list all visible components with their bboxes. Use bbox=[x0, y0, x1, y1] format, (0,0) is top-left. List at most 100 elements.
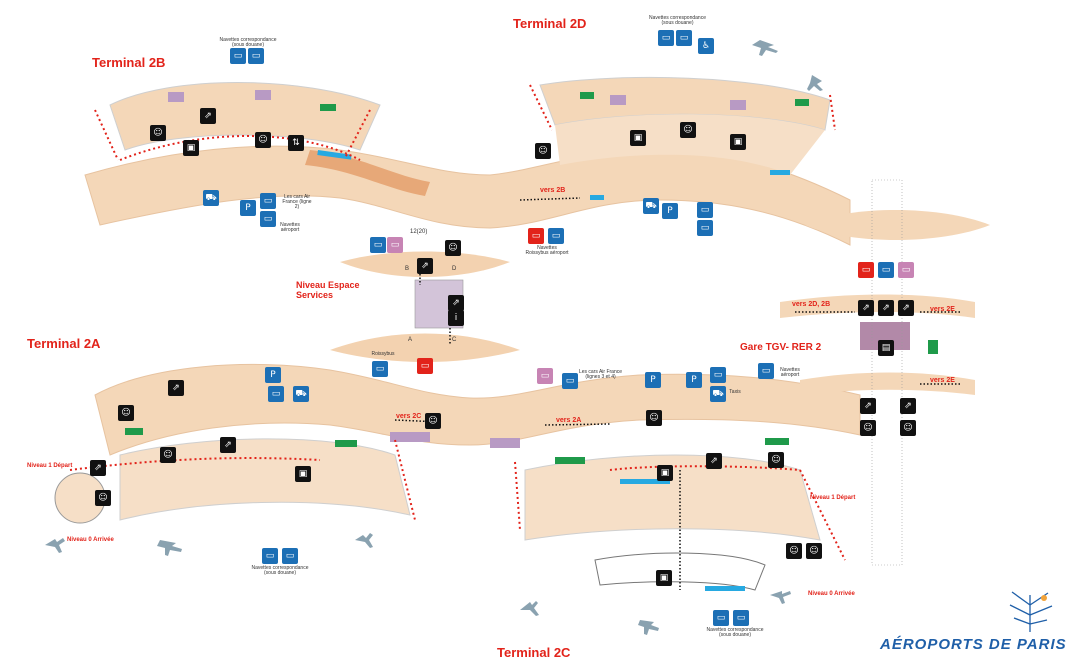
gare-lower-concourse bbox=[800, 372, 975, 395]
bus-icon: ▭ bbox=[260, 211, 276, 227]
parking-icon: P bbox=[265, 367, 281, 383]
level-arrivee-2c: Niveau 0 Arrivée bbox=[808, 591, 855, 597]
bus-icon: ▭ bbox=[268, 386, 284, 402]
info-icon: i bbox=[448, 310, 464, 326]
restroom-icon: ☺ bbox=[806, 543, 822, 559]
caption-cars-af-2: Les cars Air France (ligne 2) bbox=[282, 194, 312, 210]
shuttle-caption-2a: Navettes correspondance (sous douane) bbox=[251, 565, 309, 576]
espace-services-label: Niveau Espace Services bbox=[296, 280, 360, 300]
restroom-icon: ☺ bbox=[786, 543, 802, 559]
baggage-icon: ▣ bbox=[656, 570, 672, 586]
restroom-icon: ☺ bbox=[160, 447, 176, 463]
bus-icon: ▭ bbox=[697, 202, 713, 218]
bus-icon: ▭ bbox=[370, 237, 386, 253]
direction-vers-2c: vers 2C bbox=[396, 413, 422, 420]
elevator-icon: ⇅ bbox=[288, 135, 304, 151]
level-arrivee-2a: Niveau 0 Arrivée bbox=[67, 537, 114, 543]
bus-icon: ▭ bbox=[417, 358, 433, 374]
restroom-icon: ☺ bbox=[95, 490, 111, 506]
direction-vers-2b: vers 2B bbox=[540, 187, 566, 194]
baggage-icon: ▣ bbox=[657, 465, 673, 481]
shop-block bbox=[610, 95, 626, 105]
restroom-icon: ☺ bbox=[425, 413, 441, 429]
direction-vers-2e-lower: vers 2E bbox=[930, 377, 955, 384]
parking-icon: P bbox=[662, 203, 678, 219]
bus-icon: ▭ bbox=[713, 610, 729, 626]
bus-icon: ▭ bbox=[260, 193, 276, 209]
gare-station bbox=[805, 210, 990, 240]
caption-taxis: Taxis bbox=[729, 389, 741, 395]
level-depart-2a: Niveau 1 Départ bbox=[27, 463, 73, 469]
escalator-icon: ⇗ bbox=[898, 300, 914, 316]
caption-navettes-aeroport-2b: Navettes aéroport bbox=[280, 222, 300, 233]
bus-icon: ▭ bbox=[676, 30, 692, 46]
bus-icon: ▭ bbox=[372, 361, 388, 377]
gate-bar bbox=[580, 92, 594, 99]
direction-vers-2d-2b: vers 2D, 2B bbox=[792, 301, 831, 308]
caption-cars-af-34: Les cars Air France (lignes 3 et 4) bbox=[578, 369, 623, 380]
escalator-icon: ⇗ bbox=[900, 398, 916, 414]
blue-strip bbox=[620, 479, 670, 484]
aircraft-icons bbox=[45, 40, 823, 635]
bus-icon: ▭ bbox=[537, 368, 553, 384]
restroom-icon: ☺ bbox=[900, 420, 916, 436]
bus-icon: ▭ bbox=[282, 548, 298, 564]
bus-icon: ▭ bbox=[528, 228, 544, 244]
upper-corridor bbox=[305, 150, 430, 196]
upper-concourse bbox=[84, 145, 851, 246]
escalator-icon: ⇗ bbox=[878, 300, 894, 316]
bus-icon: ▭ bbox=[878, 262, 894, 278]
shop-block bbox=[490, 438, 520, 448]
restroom-icon: ☺ bbox=[860, 420, 876, 436]
escalator-icon: ⇗ bbox=[168, 380, 184, 396]
gare-label: Gare TGV- RER 2 bbox=[740, 342, 822, 353]
bus-icon: ▭ bbox=[658, 30, 674, 46]
direction-vers-2e-upper: vers 2E bbox=[930, 306, 955, 313]
bus-icon: ▭ bbox=[248, 48, 264, 64]
caption-navettes-aeroport-right: Navettes aéroport bbox=[780, 367, 800, 378]
escalator-icon: ⇗ bbox=[448, 295, 464, 311]
gate-bar bbox=[125, 428, 143, 435]
level-depart-2c: Niveau 1 Départ bbox=[810, 495, 856, 501]
baggage-icon: ▣ bbox=[295, 466, 311, 482]
blue-strip bbox=[770, 170, 790, 175]
shop-block bbox=[255, 90, 271, 100]
taxi-icon: ⛟ bbox=[293, 386, 309, 402]
restroom-icon: ☺ bbox=[535, 143, 551, 159]
bus-icon: ▭ bbox=[733, 610, 749, 626]
terminal-2c-title: Terminal 2C bbox=[497, 645, 571, 660]
walkway-d: D bbox=[452, 266, 457, 272]
bus-icon: ▭ bbox=[858, 262, 874, 278]
escalator-icon: ⇗ bbox=[90, 460, 106, 476]
blue-strip bbox=[590, 195, 604, 200]
walkway-c: C bbox=[452, 337, 457, 343]
bus-icon: ▭ bbox=[230, 48, 246, 64]
caption-roissybus: Navettes Roissybus aéroport bbox=[525, 245, 569, 256]
bus-icon: ▭ bbox=[262, 548, 278, 564]
taxi-icon: ⛟ bbox=[203, 190, 219, 206]
terminal-2d-lower bbox=[555, 114, 825, 175]
blue-strip bbox=[705, 586, 745, 591]
blue-strip bbox=[317, 150, 352, 160]
gate-12-20: 12(20) bbox=[410, 229, 428, 235]
restroom-icon: ☺ bbox=[646, 410, 662, 426]
parking-icon: P bbox=[686, 372, 702, 388]
gate-bar bbox=[928, 340, 938, 354]
terminal-2d-title: Terminal 2D bbox=[513, 16, 587, 31]
restroom-icon: ☺ bbox=[445, 240, 461, 256]
bus-icon: ▭ bbox=[697, 220, 713, 236]
shop-block bbox=[390, 432, 430, 442]
baggage-icon: ▣ bbox=[630, 130, 646, 146]
aeroports-de-paris-logo: AÉROPORTS DE PARIS bbox=[880, 636, 1067, 653]
taxi-icon: ⛟ bbox=[710, 386, 726, 402]
bus-icon: ▭ bbox=[387, 237, 403, 253]
shuttle-caption-2b: Navettes correspondance (sous douane) bbox=[219, 37, 277, 48]
bus-icon: ▭ bbox=[548, 228, 564, 244]
restroom-icon: ☺ bbox=[118, 405, 134, 421]
adp-logo-mark bbox=[1009, 591, 1053, 632]
restroom-icon: ☺ bbox=[768, 452, 784, 468]
escalator-icon: ⇗ bbox=[706, 453, 722, 469]
gate-bar bbox=[555, 457, 585, 464]
direction-vers-2a: vers 2A bbox=[556, 417, 582, 424]
